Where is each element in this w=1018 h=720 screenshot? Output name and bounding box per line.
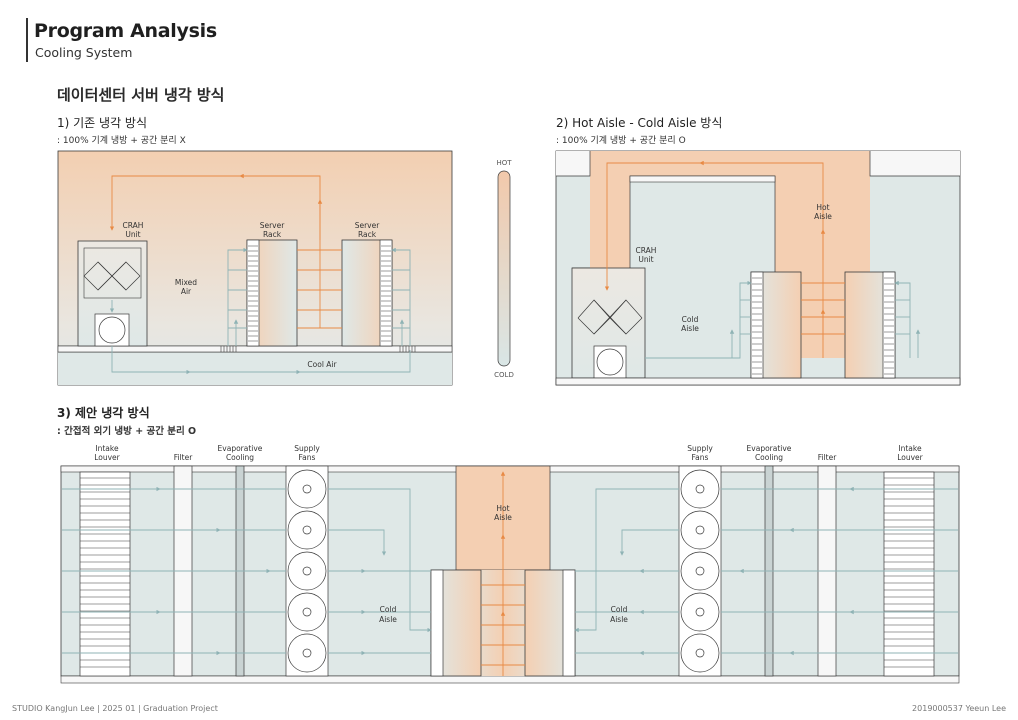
label-filter-left: Filter <box>174 453 193 462</box>
rack-slots <box>752 277 894 375</box>
server-rack-left <box>430 569 482 677</box>
hot-aisle-label-1: Hot <box>496 504 509 513</box>
label-evaporative-left-2: Cooling <box>226 453 254 462</box>
label-supply-fans-left-1: Supply <box>294 444 320 453</box>
cold-air-flow <box>109 247 411 375</box>
label-intake-louver-right-2: Louver <box>897 453 923 462</box>
footer-left: STUDIO KangJun Lee | 2025 01 | Graduatio… <box>12 704 218 713</box>
supply-fans-right <box>678 465 722 677</box>
floor-vent-right <box>399 346 416 352</box>
server-rack-2-label-2: Rack <box>358 230 377 239</box>
diagram3-heading: 3) 제안 냉각 방식 <box>57 406 150 420</box>
label-supply-fans-right-2: Fans <box>692 453 709 462</box>
fan-icon <box>98 316 126 344</box>
diagram2: CRAH Unit Hot Aisle Cold Aisle <box>555 150 961 386</box>
cold-air-flow <box>62 486 958 656</box>
label-intake-louver-right-1: Intake <box>898 444 922 453</box>
intake-louver-left <box>79 471 131 677</box>
label-supply-fans-right-1: Supply <box>687 444 713 453</box>
diagram3-note: : 간접적 외기 냉방 + 공간 분리 O <box>57 426 197 437</box>
cold-air-flow <box>645 280 921 359</box>
temperature-gradient-bar <box>497 170 511 367</box>
server-rack-1 <box>246 239 298 347</box>
hot-aisle-label-2: Aisle <box>494 513 512 522</box>
diagram2-note: : 100% 기계 냉방 + 공간 분리 O <box>556 136 686 146</box>
mixed-air-label-2: Air <box>181 287 192 296</box>
supply-fans-left <box>285 465 329 677</box>
server-rack-right <box>844 271 896 379</box>
diagram1-note: : 100% 기계 냉방 + 공간 분리 X <box>57 136 186 146</box>
page-title: Program Analysis <box>34 20 217 42</box>
hot-air-flow <box>481 471 525 676</box>
crah-label-2: Unit <box>125 230 140 239</box>
server-rack-right <box>524 569 576 677</box>
diagram1-heading: 1) 기존 냉각 방식 <box>57 116 148 130</box>
temperature-legend: HOT COLD <box>494 159 514 379</box>
server-rack-1-label-2: Rack <box>263 230 282 239</box>
hot-air-flow <box>109 173 342 329</box>
fan-icon <box>596 348 624 376</box>
cool-air-label: Cool Air <box>307 360 337 369</box>
label-evaporative-right-1: Evaporative <box>747 444 792 453</box>
label-evaporative-left-1: Evaporative <box>218 444 263 453</box>
cold-aisle-label-2: Aisle <box>681 324 699 333</box>
intake-louver-right <box>883 471 935 677</box>
crah-unit <box>77 240 148 347</box>
label-intake-louver-left-2: Louver <box>94 453 120 462</box>
crah-label-1: CRAH <box>636 246 657 255</box>
server-rack-left <box>750 271 802 379</box>
hot-air-flow <box>604 160 845 358</box>
label-filter-right: Filter <box>818 453 837 462</box>
label-intake-louver-left-1: Intake <box>95 444 119 453</box>
hot-aisle-label-1: Hot <box>816 203 829 212</box>
server-rack-1-label-1: Server <box>260 221 286 230</box>
diagram3: Intake Louver Filter Evaporative Cooling… <box>60 444 960 684</box>
section-title: 데이터센터 서버 냉각 방식 <box>57 86 225 104</box>
server-rack-2-label-1: Server <box>355 221 381 230</box>
crah-label-2: Unit <box>638 255 653 264</box>
cold-aisle-label-1: Cold <box>682 315 699 324</box>
cold-aisle-left-label-2: Aisle <box>379 615 397 624</box>
cold-aisle-left-label-1: Cold <box>380 605 397 614</box>
cold-aisle-right-label-2: Aisle <box>610 615 628 624</box>
floor-vent-left <box>220 346 237 352</box>
cold-aisle-right-label-1: Cold <box>611 605 628 614</box>
diagram2-heading: 2) Hot Aisle - Cold Aisle 방식 <box>556 116 723 130</box>
hot-aisle-label-2: Aisle <box>814 212 832 221</box>
title-accent-bar <box>26 18 28 62</box>
label-supply-fans-left-2: Fans <box>299 453 316 462</box>
diagram1: CRAH Unit Mixed Air Server Rack Server R… <box>57 150 453 386</box>
footer-right: 2019000537 Yeeun Lee <box>912 704 1006 713</box>
server-rack-2 <box>341 239 393 347</box>
legend-hot-label: HOT <box>496 159 512 167</box>
crah-label-1: CRAH <box>123 221 144 230</box>
label-evaporative-right-2: Cooling <box>755 453 783 462</box>
legend-cold-label: COLD <box>494 371 514 379</box>
mixed-air-label-1: Mixed <box>175 278 197 287</box>
page-subtitle: Cooling System <box>35 45 133 60</box>
